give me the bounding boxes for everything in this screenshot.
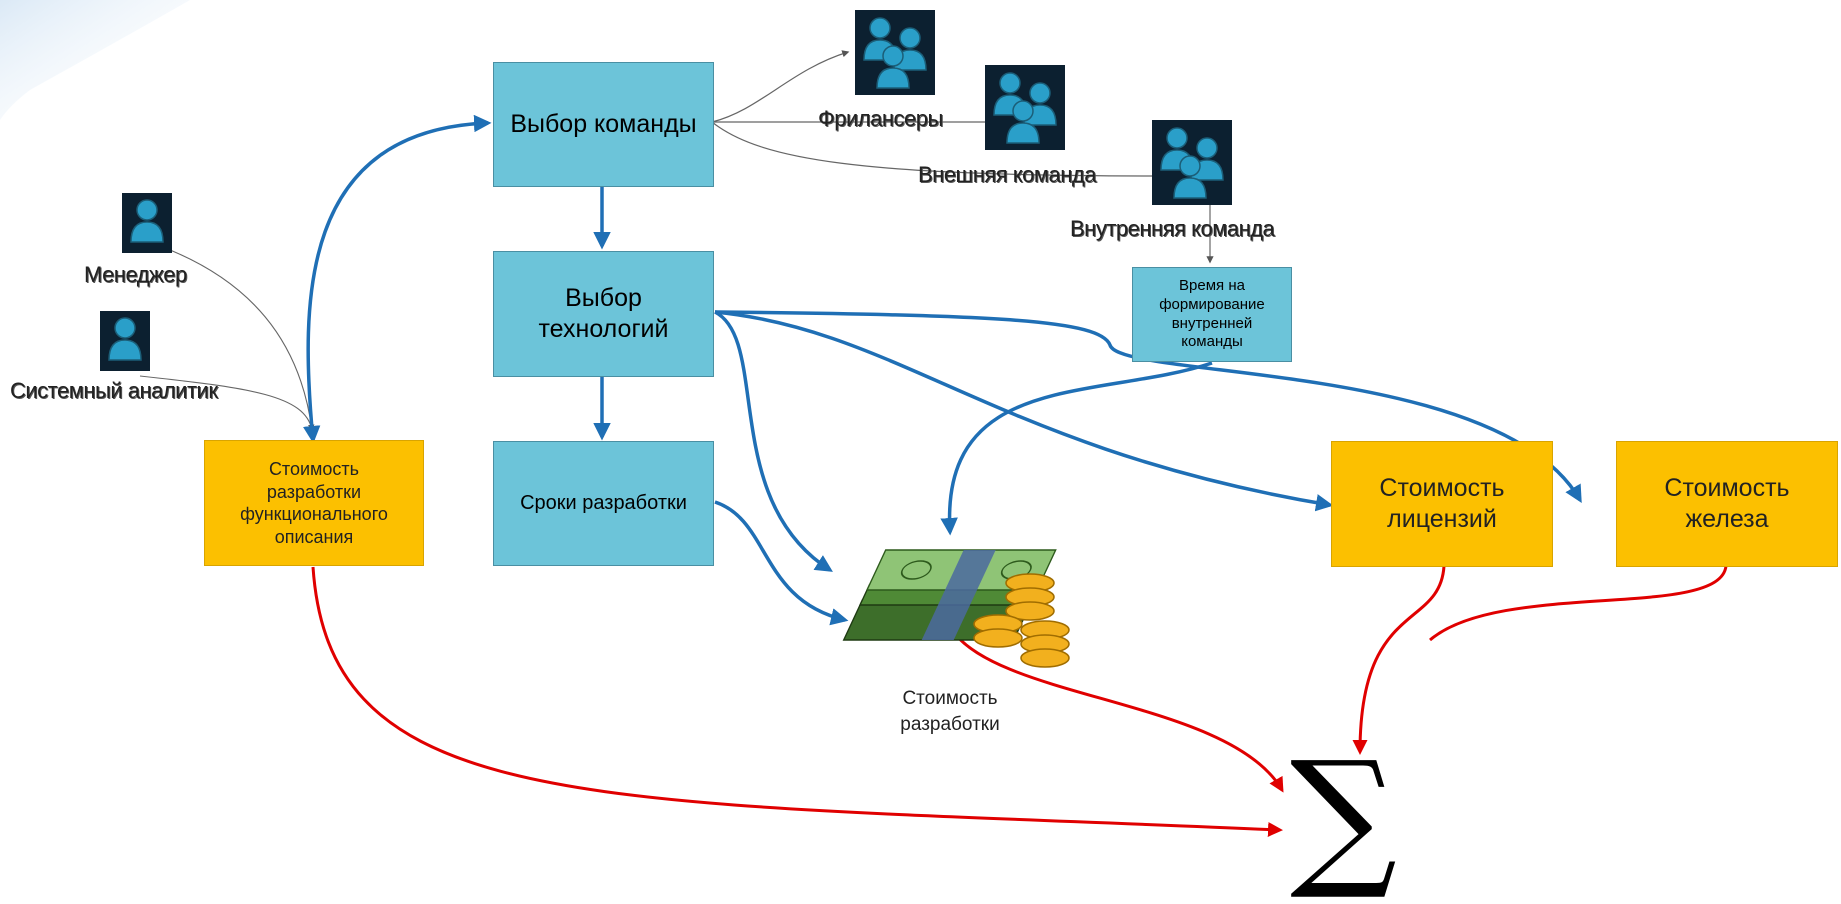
license-cost-box: Стоимость лицензий	[1331, 441, 1553, 567]
sum-symbol: ∑	[1290, 730, 1398, 904]
func-desc-cost-box: Стоимость разработки функционального опи…	[204, 440, 424, 566]
blue-arrows	[302, 114, 1582, 626]
arrow-tech-to-money	[714, 310, 833, 572]
arrow-func-to-sum	[311, 566, 1283, 837]
arrow-func-to-team	[302, 114, 492, 444]
arrow-time-to-money	[940, 361, 1213, 536]
freelancers-label: Фрилансеры	[818, 106, 943, 131]
group-icon-internal	[1152, 120, 1232, 205]
dev-terms-label: Сроки разработки	[520, 492, 687, 514]
money-stack-icon	[842, 549, 1070, 668]
team-choice-box: Выбор команды	[493, 62, 714, 187]
license-cost-label: Стоимость лицензий	[1379, 473, 1505, 533]
dev-terms-box: Сроки разработки	[493, 441, 714, 566]
arrow-license-to-sum	[1352, 565, 1446, 755]
external-team-label: Внешняя команда	[918, 162, 1097, 187]
link-freelancers	[711, 50, 850, 123]
manager-label: Менеджер	[84, 262, 187, 287]
func-desc-cost-label: Стоимость разработки функционального опи…	[240, 459, 388, 547]
arrow-tech-to-hardware	[714, 310, 1582, 504]
arrow-terms-to-money	[714, 500, 849, 626]
red-arrows	[311, 565, 1728, 837]
link-internal	[711, 121, 1162, 180]
hardware-cost-box: Стоимость железа	[1616, 441, 1838, 567]
hardware-cost-label: Стоимость железа	[1664, 473, 1790, 533]
group-icon-freelancers	[855, 10, 935, 95]
group-icon-external	[985, 65, 1065, 150]
arrow-money-to-sum	[950, 629, 1284, 793]
internal-team-label: Внутренняя команда	[1070, 216, 1275, 241]
tech-choice-box: Выбор технологий	[493, 251, 714, 377]
team-choice-label: Выбор команды	[510, 109, 697, 138]
person-icon-manager	[122, 193, 172, 253]
arrow-tech-to-license	[714, 310, 1334, 512]
internal-team-time-box: Время на формирование внутренней команды	[1132, 267, 1292, 362]
background-swoosh	[0, 0, 190, 120]
internal-team-time-label: Время на формирование внутренней команды	[1159, 277, 1265, 351]
tech-choice-label: Выбор технологий	[538, 283, 669, 343]
system-analyst-label: Системный аналитик	[10, 378, 218, 403]
arrow-hardware-to-sum	[1429, 565, 1728, 642]
team-links	[711, 50, 1214, 264]
dev-cost-label: Стоимость разработки	[900, 688, 1000, 735]
person-icon-analyst	[100, 311, 150, 371]
